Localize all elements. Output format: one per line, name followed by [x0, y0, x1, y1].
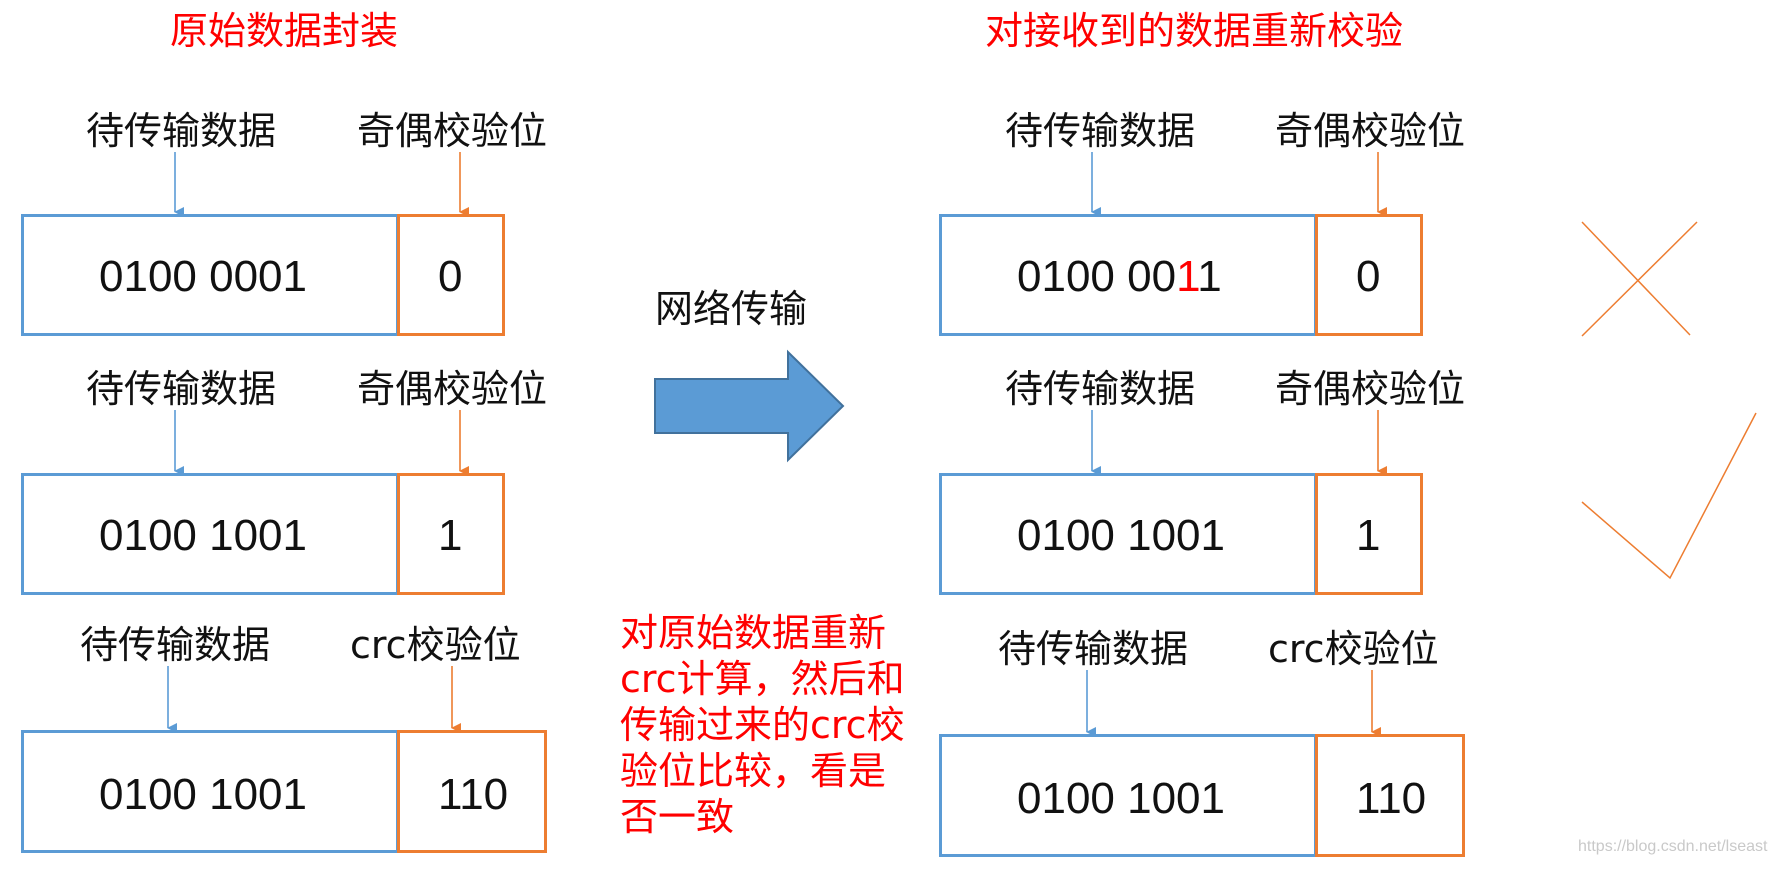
left-row1-data-label: 待传输数据: [86, 109, 277, 153]
network-transfer-label: 网络传输: [655, 287, 808, 331]
right-row3-check-label: crc校验位: [1268, 627, 1439, 671]
crc-note: 对原始数据重新crc计算，然后和传输过来的crc校验位比较，看是否一致: [620, 611, 905, 839]
right-row2-check-box: 1: [1315, 473, 1423, 595]
right-row2-data-value: 0100 1001: [1017, 511, 1225, 560]
left-row1-check-box: 0: [397, 214, 505, 336]
right-row3-check-value: 110: [1356, 774, 1427, 823]
right-row1-check-value: 0: [1356, 252, 1381, 301]
left-row2-data-value: 0100 1001: [99, 511, 307, 560]
left-row1-data-value: 0100 0001: [99, 252, 307, 301]
right-row1-check-label: 奇偶校验位: [1275, 109, 1466, 153]
right-row3-data-label: 待传输数据: [998, 627, 1189, 671]
left-row3-check-box: 110: [397, 730, 547, 853]
watermark: https://blog.csdn.net/lseast: [1578, 838, 1768, 855]
right-row3-check-box: 110: [1315, 734, 1465, 857]
left-row3-data-label: 待传输数据: [80, 623, 271, 667]
transfer-arrow-icon: [654, 349, 845, 463]
left-row3-check-value: 110: [438, 770, 509, 819]
right-pointer-arrows: [1086, 152, 1387, 737]
left-row3-check-label: crc校验位: [350, 623, 521, 667]
check-mark-icon: [1581, 412, 1757, 580]
left-row3-data-value: 0100 1001: [99, 770, 307, 819]
right-row3-data-box: 0100 1001: [939, 734, 1317, 857]
right-row1-data-suffix: 1: [1197, 252, 1222, 301]
left-row2-check-box: 1: [397, 473, 505, 595]
left-row2-check-label: 奇偶校验位: [357, 367, 548, 411]
left-title: 原始数据封装: [170, 9, 399, 53]
left-row2-check-value: 1: [438, 511, 463, 560]
right-row3-data-value: 0100 1001: [1017, 774, 1225, 823]
left-row1-check-label: 奇偶校验位: [357, 109, 548, 153]
right-row1-check-box: 0: [1315, 214, 1423, 336]
right-row1-data-label: 待传输数据: [1005, 109, 1196, 153]
error-bit: 1: [1176, 252, 1198, 301]
left-pointer-arrows: [167, 152, 469, 733]
right-title: 对接收到的数据重新校验: [985, 9, 1404, 53]
right-row2-check-value: 1: [1356, 511, 1381, 560]
right-row2-data-box: 0100 1001: [939, 473, 1317, 595]
right-row1-data-value: 0100 0011: [1017, 255, 1222, 299]
left-row3-data-box: 0100 1001: [21, 730, 399, 853]
right-row1-data-box: 0100 0011: [939, 214, 1317, 336]
right-row2-check-label: 奇偶校验位: [1275, 367, 1466, 411]
left-row2-data-label: 待传输数据: [86, 367, 277, 411]
left-row1-data-box: 0100 0001: [21, 214, 399, 336]
right-row1-data-prefix: 0100 00: [1017, 252, 1177, 301]
cross-mark-icon: [1581, 221, 1698, 337]
right-row2-data-label: 待传输数据: [1005, 367, 1196, 411]
left-row1-check-value: 0: [438, 252, 463, 301]
left-row2-data-box: 0100 1001: [21, 473, 399, 595]
